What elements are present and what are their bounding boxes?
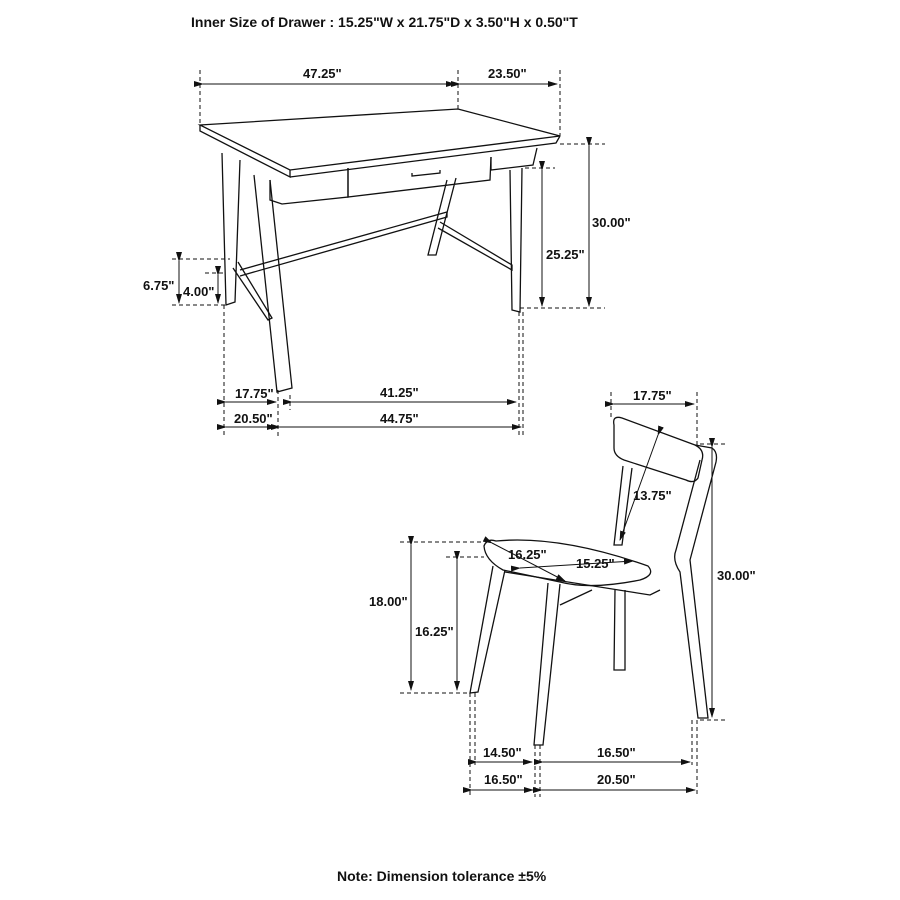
chair-leg-outer-side-label: 20.50": [597, 772, 636, 787]
desk-width-label: 47.25": [303, 66, 342, 81]
desk-depth-label: 23.50": [488, 66, 527, 81]
chair-seat-front-height-label: 16.25": [415, 624, 454, 639]
chair-seat-depth-label: 16.25": [508, 547, 547, 562]
desk-inner-width-label: 41.25": [380, 385, 419, 400]
desk-stretcher-bottom-label: 4.00": [183, 284, 215, 299]
desk-leg-depth-outer-label: 20.50": [234, 411, 273, 426]
chair-leg-outer-front-label: 16.50": [484, 772, 523, 787]
tolerance-note: Note: Dimension tolerance ±5%: [337, 868, 547, 884]
chair-seat-width-label: 15.25": [576, 556, 615, 571]
chair-back-width-label: 17.75": [633, 388, 672, 403]
chair-leg-inner-side-label: 16.50": [597, 745, 636, 760]
desk-outer-width-label: 44.75": [380, 411, 419, 426]
desk-clearance-label: 25.25": [546, 247, 585, 262]
chair-leg-inner-front-label: 14.50": [483, 745, 522, 760]
desk-drawing: [197, 108, 561, 393]
chair-drawing: [469, 416, 718, 746]
chair-seat-height-label: 18.00": [369, 594, 408, 609]
drawer-size-heading: Inner Size of Drawer : 15.25"W x 21.75"D…: [191, 14, 578, 30]
desk-height-label: 30.00": [592, 215, 631, 230]
chair-height-label: 30.00": [717, 568, 756, 583]
desk-leg-depth-inner-label: 17.75": [235, 386, 274, 401]
chair-back-height-label: 13.75": [633, 488, 672, 503]
desk-stretcher-height-label: 6.75": [143, 278, 175, 293]
